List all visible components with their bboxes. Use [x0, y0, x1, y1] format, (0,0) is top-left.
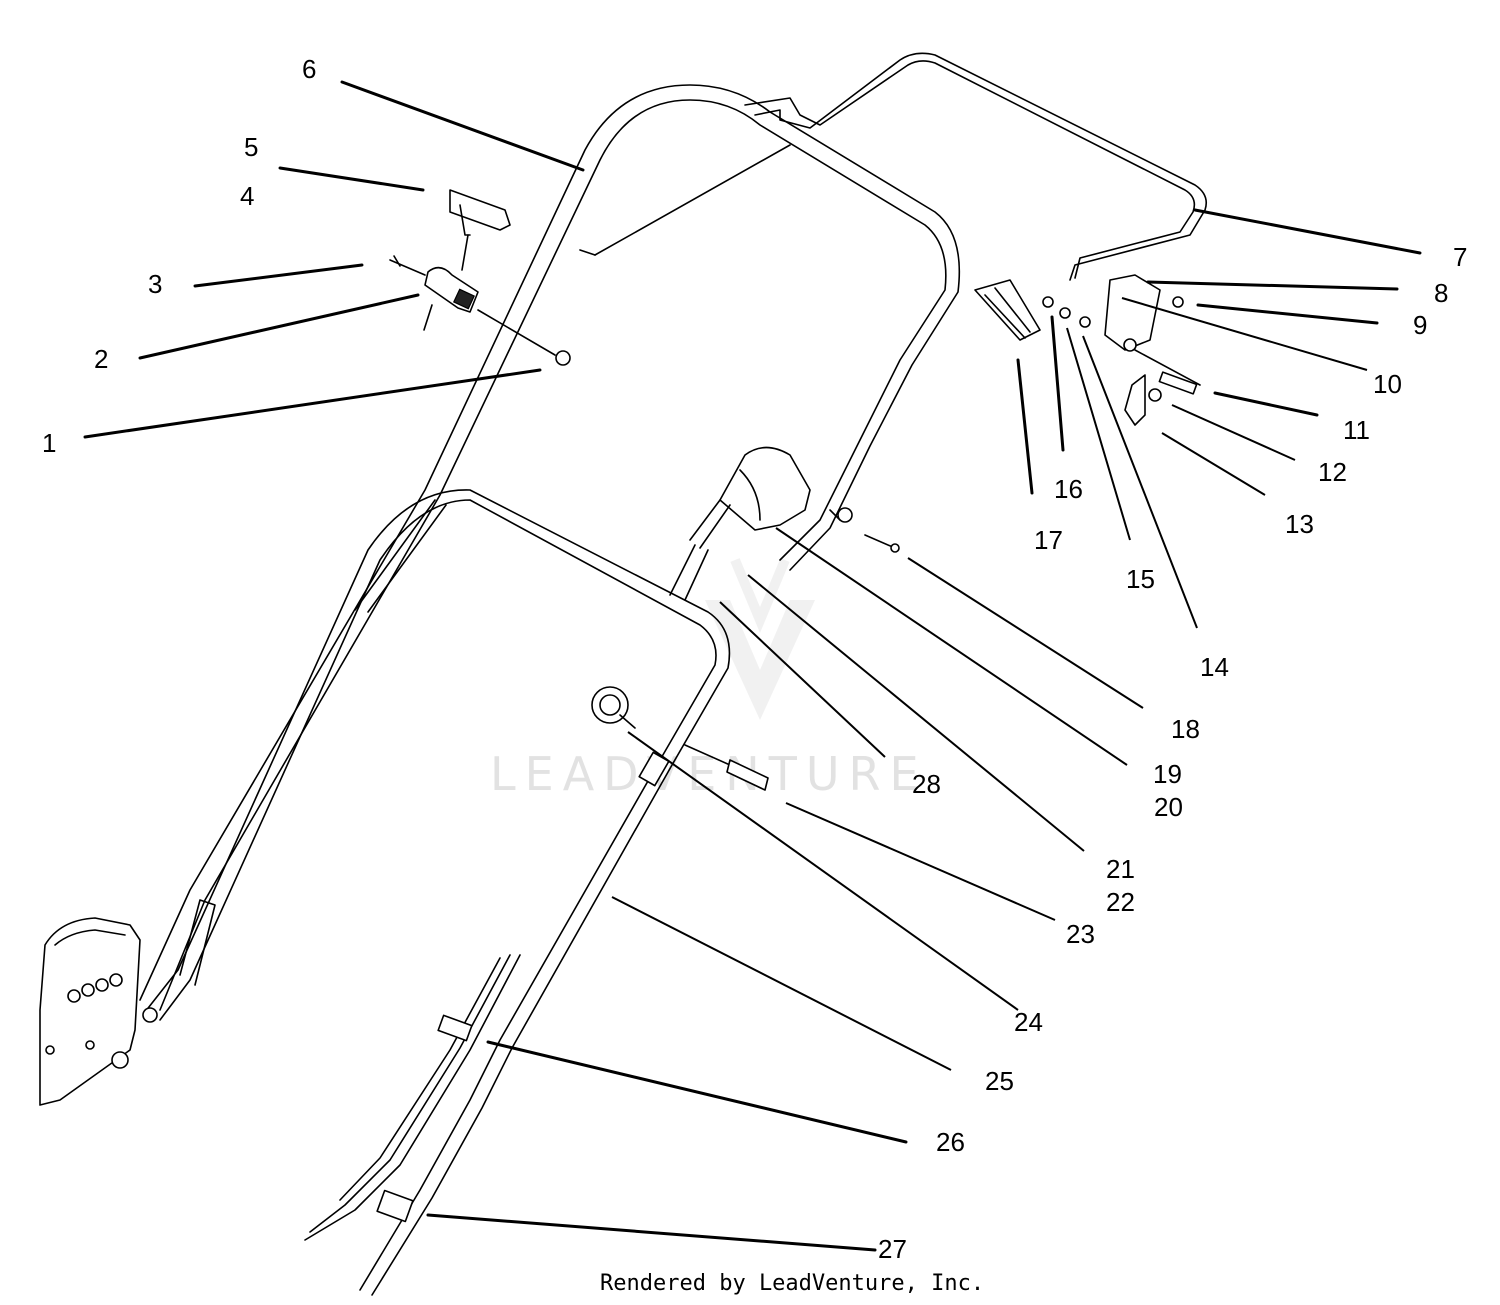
callout-8: 8 — [1434, 278, 1448, 308]
handle-knob — [591, 686, 670, 787]
callout-7: 7 — [1453, 242, 1467, 272]
callout-18: 18 — [1171, 714, 1200, 744]
callout-27: 27 — [878, 1234, 907, 1264]
callout-20: 20 — [1154, 792, 1183, 822]
callout-9: 9 — [1413, 310, 1427, 340]
upper-handle — [139, 84, 961, 1011]
callout-5: 5 — [244, 132, 258, 162]
callout-10: 10 — [1373, 369, 1402, 399]
starter-handle — [449, 189, 511, 271]
callout-17: 17 — [1034, 525, 1063, 555]
callout-26: 26 — [936, 1127, 965, 1157]
callout-19: 19 — [1153, 759, 1182, 789]
zone-control — [974, 274, 1201, 426]
callout-1: 1 — [42, 428, 56, 458]
callout-28: 28 — [912, 769, 941, 799]
rope-guide — [389, 255, 571, 366]
callout-13: 13 — [1285, 509, 1314, 539]
control-bracket — [669, 446, 900, 601]
leader-lines — [83, 80, 1422, 1252]
callout-12: 12 — [1318, 457, 1347, 487]
callout-3: 3 — [148, 269, 162, 299]
callout-23: 23 — [1066, 919, 1095, 949]
callout-25: 25 — [985, 1066, 1014, 1096]
callout-21: 21 — [1106, 854, 1135, 884]
callout-16: 16 — [1054, 474, 1083, 504]
credit-line: Rendered by LeadVenture, Inc. — [600, 1271, 984, 1296]
callout-4: 4 — [240, 181, 254, 211]
handle-bracket — [39, 917, 158, 1106]
watermark-text: LEADVENTURE — [490, 747, 928, 801]
callout-14: 14 — [1200, 652, 1229, 682]
callout-15: 15 — [1126, 564, 1155, 594]
carriage-bolt — [684, 744, 769, 791]
cable — [304, 954, 521, 1241]
callout-24: 24 — [1014, 1007, 1043, 1037]
bail — [579, 52, 1208, 281]
callout-11: 11 — [1343, 415, 1370, 445]
watermark-logo — [705, 558, 815, 720]
callout-22: 22 — [1106, 887, 1135, 917]
callout-6: 6 — [302, 54, 316, 84]
callout-2: 2 — [94, 344, 108, 374]
lower-handle — [144, 489, 731, 1296]
callout-labels: 1 2 3 4 5 6 7 8 9 10 11 12 13 14 15 16 1… — [42, 54, 1467, 1264]
